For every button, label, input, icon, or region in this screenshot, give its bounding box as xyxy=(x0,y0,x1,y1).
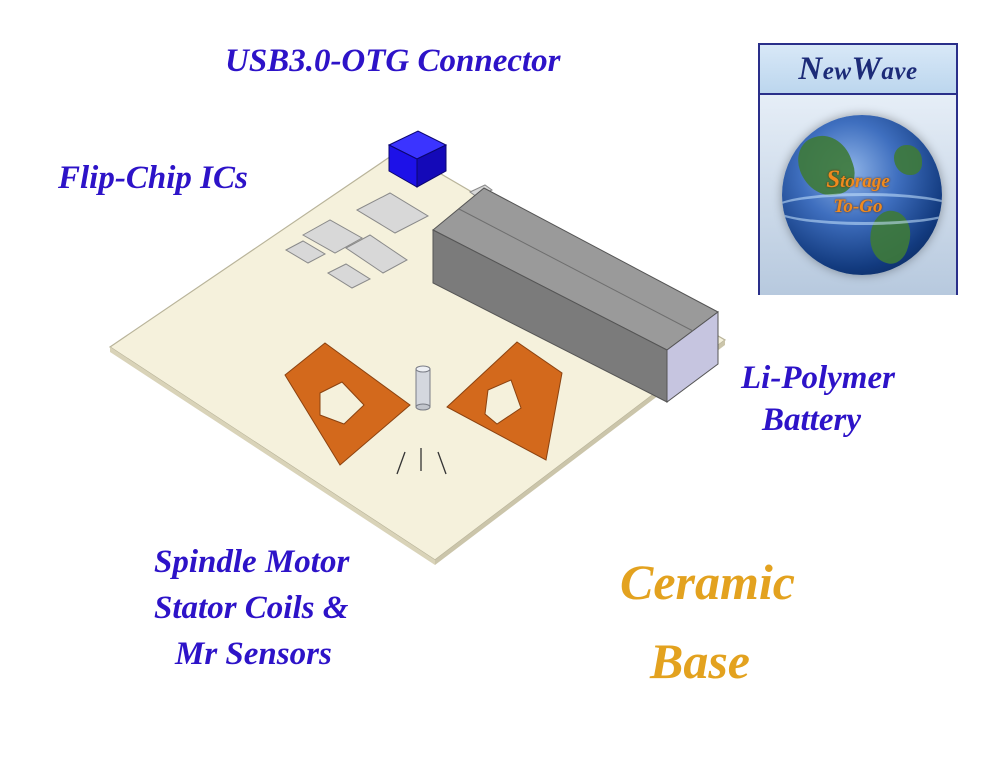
logo-title-bar: NewWave xyxy=(760,45,956,95)
globe-continent xyxy=(894,145,922,175)
usb-connector-block xyxy=(387,130,448,188)
ceramic-base-label-line1: Ceramic xyxy=(620,554,795,610)
logo-slogan-initial: S xyxy=(826,166,841,193)
li-polymer-battery xyxy=(432,187,719,403)
newwave-logo: NewWave Storage To-Go xyxy=(758,43,958,295)
mr-sensor xyxy=(396,451,406,475)
logo-title-initial-n: N xyxy=(798,50,823,87)
globe-ring xyxy=(782,193,942,225)
spindle-shaft-bottom xyxy=(415,403,431,411)
flip-chip-ic xyxy=(301,219,364,254)
ceramic-base-edge-right xyxy=(435,340,725,565)
ceramic-base-edge-left xyxy=(110,347,435,565)
flip-chip-ic xyxy=(326,263,372,289)
logo-slogan-rest: torage xyxy=(840,171,890,192)
logo-slogan: Storage To-Go xyxy=(760,167,956,219)
stator-coil-left xyxy=(284,342,411,466)
stator-coil-right xyxy=(446,341,563,461)
logo-title-rest-2: ave xyxy=(881,57,918,85)
battery-right-face xyxy=(666,311,719,403)
spindle-label-line1: Spindle Motor xyxy=(154,544,350,580)
battery-label-line1: Li-Polymer xyxy=(741,360,895,396)
logo-title: NewWave xyxy=(798,51,917,88)
ceramic-base-label-line2: Base xyxy=(650,633,750,689)
flip-chip-label: Flip-Chip ICs xyxy=(58,160,248,196)
battery-label-line2: Battery xyxy=(762,402,861,438)
mr-sensor xyxy=(437,451,447,475)
spindle-shaft-body xyxy=(415,368,431,408)
logo-body: Storage To-Go xyxy=(760,95,956,295)
logo-slogan-line1: Storage xyxy=(760,167,956,194)
battery-top-seam xyxy=(458,208,694,332)
connector-right-face xyxy=(416,144,447,188)
mr-sensors xyxy=(396,448,447,475)
logo-title-rest-1: ew xyxy=(822,57,852,85)
spindle-shaft xyxy=(415,365,431,411)
spindle-shaft-top xyxy=(415,365,431,373)
logo-title-initial-w: W xyxy=(851,50,882,87)
flip-chip-ics xyxy=(284,184,493,289)
spindle-label-line2: Stator Coils & xyxy=(154,590,349,626)
logo-slogan-line2: To-Go xyxy=(833,196,883,217)
globe-image xyxy=(782,115,942,275)
usb-connector-label: USB3.0-OTG Connector xyxy=(225,43,561,79)
flip-chip-ic xyxy=(284,240,327,264)
flip-chip-ic xyxy=(345,234,408,274)
flip-chip-ic xyxy=(355,192,430,234)
spindle-label-line3: Mr Sensors xyxy=(175,636,332,672)
